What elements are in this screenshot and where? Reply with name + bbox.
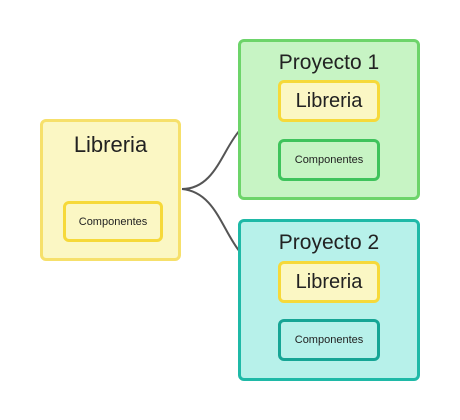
project-1-node: Proyecto 1 Libreria Componentes <box>238 39 420 200</box>
project-2-node: Proyecto 2 Libreria Componentes <box>238 219 420 381</box>
project-1-components-node: Componentes <box>278 139 380 181</box>
library-components-node: Componentes <box>63 201 163 242</box>
project-2-title: Proyecto 2 <box>278 231 380 254</box>
library-node: Libreria Componentes <box>40 119 181 261</box>
project-1-title: Proyecto 1 <box>278 51 380 74</box>
project-1-library-node: Libreria <box>278 80 380 122</box>
library-title: Libreria <box>73 132 148 157</box>
project-2-components-node: Componentes <box>278 319 380 361</box>
project-2-library-node: Libreria <box>278 261 380 303</box>
